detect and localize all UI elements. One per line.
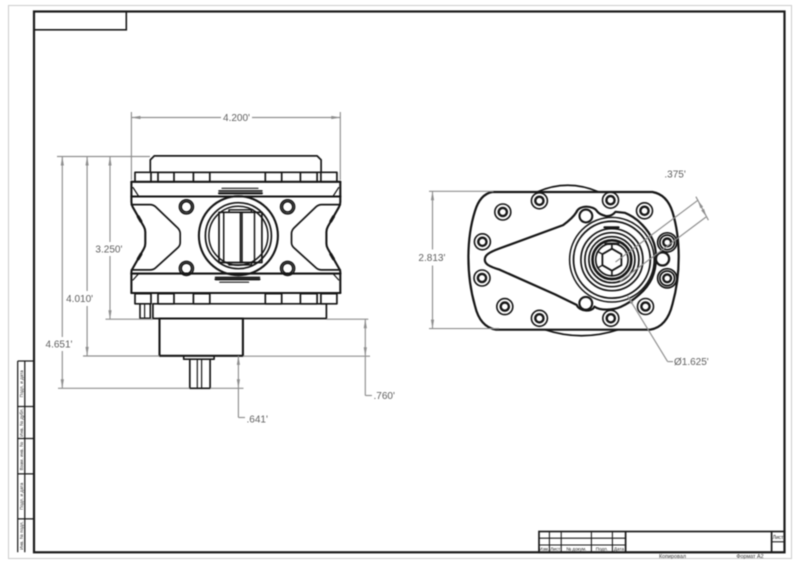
svg-text:Дата: Дата — [614, 546, 625, 551]
svg-text:.760': .760' — [374, 391, 395, 402]
svg-text:3.250': 3.250' — [95, 245, 122, 256]
svg-text:Изм.: Изм. — [539, 546, 549, 551]
svg-text:2.813': 2.813' — [418, 253, 445, 264]
svg-text:Подп. и дата: Подп. и дата — [19, 370, 24, 398]
svg-text:4.200': 4.200' — [223, 113, 250, 124]
svg-text:Инв. № подл.: Инв. № подл. — [19, 521, 24, 550]
svg-text:Формат А2: Формат А2 — [736, 554, 763, 560]
svg-text:№ докум.: № докум. — [566, 546, 586, 551]
svg-text:Взам. инв. №: Взам. инв. № — [19, 442, 24, 471]
svg-text:.375': .375' — [664, 170, 685, 181]
svg-text:Копировал: Копировал — [659, 554, 686, 560]
svg-text:Подп.: Подп. — [596, 546, 608, 551]
svg-text:Подп. и дата: Подп. и дата — [19, 482, 24, 510]
svg-text:.641': .641' — [247, 415, 268, 426]
svg-text:Лист: Лист — [550, 546, 561, 551]
svg-text:4.651': 4.651' — [46, 340, 73, 351]
svg-text:Инв. № дубл.: Инв. № дубл. — [19, 408, 24, 436]
svg-text:4.010': 4.010' — [66, 294, 93, 305]
svg-text:Ø1.625': Ø1.625' — [674, 357, 709, 368]
svg-text:Лист: Лист — [773, 535, 785, 541]
